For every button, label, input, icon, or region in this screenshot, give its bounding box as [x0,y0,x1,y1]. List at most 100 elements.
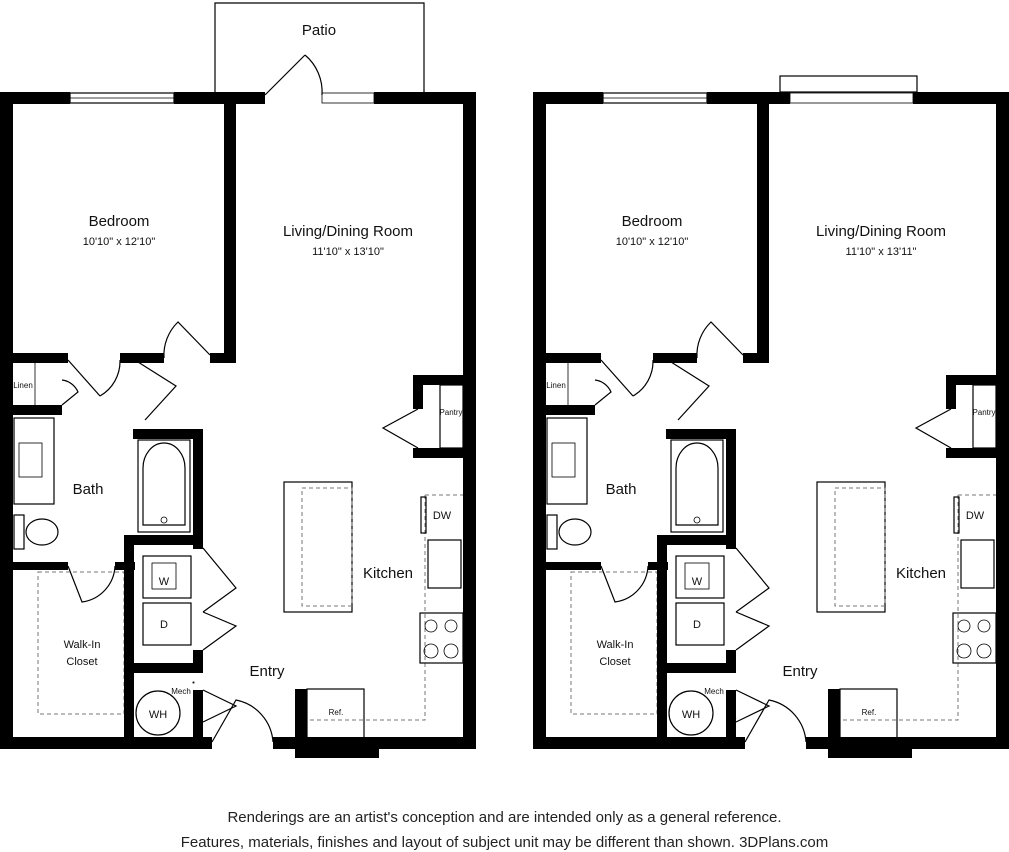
kitchen-label: Kitchen [363,565,413,582]
laundry-doors [202,547,238,651]
floor-plan-b: Bedroom 10'10" x 12'10" Living/Dining Ro… [533,75,1009,758]
dryer [675,602,725,646]
floor-plan-a: Patio Bedroom 10'10" x 12'10" Living/Din… [0,2,476,758]
dw-label: DW [433,510,452,522]
entry-label: Entry [249,663,285,680]
patio-label: Patio [302,22,336,39]
bedroom-size: 10'10" x 12'10" [616,236,689,248]
wall [0,562,68,570]
wall [413,375,465,385]
wall [124,535,203,545]
counter [840,494,996,721]
wall [0,92,70,104]
wall [657,535,736,545]
living-size: 11'10" x 13'11" [846,246,917,258]
washer [142,555,192,599]
bedroom-size: 10'10" x 12'10" [83,236,156,248]
kitchen-sink [960,539,995,589]
washer-label: W [692,576,703,588]
wall [193,429,203,549]
wall [726,429,736,549]
dryer-label: D [693,619,701,631]
wall [224,92,236,362]
dryer [142,602,192,646]
wall [413,448,465,458]
water-heater [668,690,714,736]
ref-label: Ref. [329,708,344,717]
wall [0,737,212,749]
pantry-door [381,408,419,449]
bath-door-b [670,361,710,421]
wall [120,353,164,363]
dishwasher [420,496,427,534]
disclaimer-line-1: Renderings are an artist's conception an… [227,809,782,826]
wall [707,92,790,104]
toilet [13,514,25,550]
bath-label: Bath [606,481,637,498]
bathtub [670,439,724,533]
vanity [13,417,55,505]
wall [533,353,601,363]
wall [124,535,134,749]
pantry-label: Pantry [439,408,462,417]
bath-door-b [137,361,177,421]
wall [210,353,236,363]
pantry-shelf [439,384,464,449]
disclaimer-line-2: Features, materials, finishes and layout… [180,834,829,851]
toilet [546,514,558,550]
linen-label: Linen [13,381,33,390]
patio-door [264,54,323,96]
pantry-door [914,408,952,449]
wall [657,535,667,749]
mech-door [202,689,238,723]
washer-label: W [159,576,170,588]
dishwasher [953,496,960,534]
island [283,481,353,613]
pantry-label: Pantry [972,408,995,417]
wall [374,92,476,104]
wall [666,429,736,439]
wall [533,737,745,749]
wall [133,429,203,439]
wall [946,448,998,458]
wall [946,375,998,385]
patio-outline [214,2,425,93]
pantry-shelf [972,384,997,449]
living-label: Living/Dining Room [816,223,946,240]
wh-label: WH [682,709,700,721]
wall [295,689,307,749]
wall [726,690,736,737]
sink [551,442,576,478]
wall [193,690,203,737]
wall [828,746,912,758]
counter [307,494,463,721]
wall [743,353,769,363]
wall [913,92,1009,104]
wall [533,405,595,415]
closet-door [600,565,649,603]
bedroom-label: Bedroom [89,213,150,230]
dryer-label: D [160,619,168,631]
linen-label: Linen [546,381,566,390]
wall [828,689,840,749]
wall [463,92,476,749]
wh-label: WH [149,709,167,721]
closet-label-1: Walk-In [597,639,634,651]
wall [726,650,736,673]
floor-plans: Patio Bedroom 10'10" x 12'10" Living/Din… [0,2,1009,758]
bath-label: Bath [73,481,104,498]
wall [996,92,1009,749]
water-heater [135,690,181,736]
dw-label: DW [966,510,985,522]
sink [18,442,43,478]
wall [533,92,546,749]
entry-door [744,699,807,743]
kitchen-sink [427,539,462,589]
closet-label-1: Walk-In [64,639,101,651]
wall [0,353,68,363]
wall [0,405,62,415]
linen-door [594,379,612,406]
bathtub [137,439,191,533]
range [952,612,997,664]
kitchen-label: Kitchen [896,565,946,582]
